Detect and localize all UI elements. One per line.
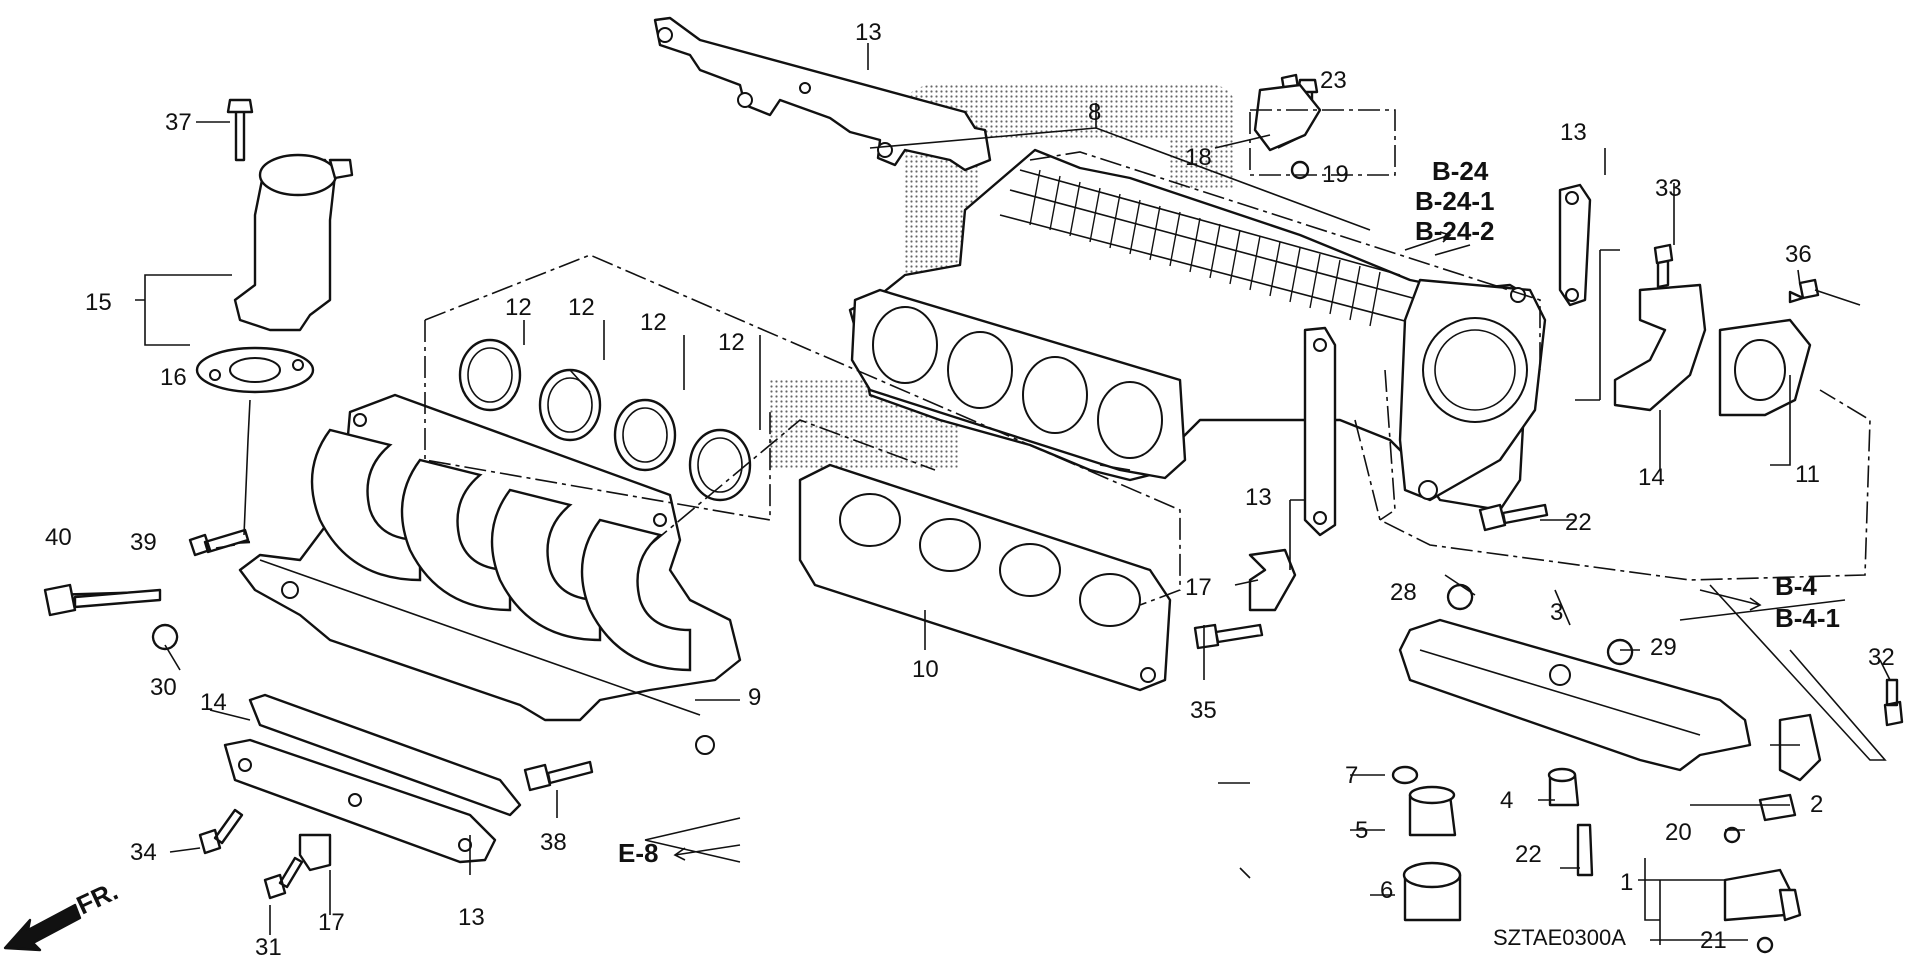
- callout-38: 38: [540, 829, 567, 856]
- callout-10: 10: [912, 656, 939, 683]
- ref-e8-arrow: [673, 844, 741, 861]
- callout-40: 40: [45, 524, 72, 551]
- ref-b24: B-24: [1432, 156, 1489, 186]
- callout-14: 13: [855, 19, 882, 46]
- callout-28: 23: [1320, 67, 1347, 94]
- intake-runners: [238, 393, 742, 755]
- callout-1: 1: [1620, 869, 1633, 896]
- callout-29a: 28: [1390, 579, 1417, 606]
- ref-b4: B-4: [1775, 571, 1817, 601]
- callout-22: 18: [1185, 144, 1212, 171]
- pressure-regulator: [1391, 765, 1594, 922]
- callout-12c: 12: [640, 309, 667, 336]
- reference-labels: B-24 B-24-1 B-24-2 B-4 B-4-1 E-8: [618, 156, 1840, 868]
- plenum-ribs: [999, 169, 1421, 327]
- callout-8: 8: [1088, 99, 1101, 126]
- callout-23: 19: [1322, 161, 1349, 188]
- callout-7: 7: [1345, 762, 1358, 789]
- callout-5: 5: [1355, 817, 1368, 844]
- egr-valve: [195, 153, 354, 394]
- fuel-injector: [1723, 826, 1802, 954]
- callout-33: 33: [1655, 175, 1682, 202]
- callout-37: 37: [165, 109, 192, 136]
- ref-b4-1: B-4-1: [1775, 603, 1840, 633]
- callout-34: 34: [130, 839, 157, 866]
- callout-6: 6: [1380, 877, 1393, 904]
- callout-25: 21: [1700, 927, 1727, 954]
- ref-b24-2: B-24-2: [1415, 216, 1494, 246]
- callout-31: 31: [255, 934, 282, 960]
- callout-39: 39: [130, 529, 157, 556]
- ref-b4-arrow: [1699, 589, 1762, 611]
- ref-b24-arrow: [1404, 231, 1452, 251]
- callout-12a: 12: [505, 294, 532, 321]
- callout-32: 32: [1868, 644, 1895, 671]
- callout-12b: 12: [568, 294, 595, 321]
- front-arrow: FR.: [3, 876, 123, 952]
- callout-13a: 13: [1560, 119, 1587, 146]
- leader-lines: [135, 43, 1891, 945]
- lower-brackets: [223, 693, 522, 872]
- side-brackets: [1248, 83, 1812, 612]
- diagram-code: SZTAE0300A: [1493, 925, 1626, 950]
- fuel-rail: [1398, 618, 1822, 822]
- callout-19: 15: [85, 289, 112, 316]
- ref-e8: E-8: [618, 838, 658, 868]
- callout-20: 16: [160, 364, 187, 391]
- callout-21: 17: [318, 909, 345, 936]
- callout-30: 30: [150, 674, 177, 701]
- callout-18: 14: [200, 689, 227, 716]
- callout-3: 3: [1550, 599, 1563, 626]
- callout-36: 36: [1785, 241, 1812, 268]
- manifold-gasket: [798, 463, 1172, 692]
- callout-29b: 29: [1650, 634, 1677, 661]
- intake-manifold: [848, 148, 1547, 512]
- callouts: 13 23 8 18 19 13 33 36 37 15 16 12 12 12…: [45, 19, 1895, 960]
- callout-16: 17: [1185, 574, 1212, 601]
- callout-15: 14: [1638, 464, 1665, 491]
- callout-27: 22: [1565, 509, 1592, 536]
- group-outlines: [424, 109, 1871, 606]
- callout-13b: 13: [1245, 484, 1272, 511]
- callout-26: 22: [1515, 841, 1542, 868]
- ref-b24-1: B-24-1: [1415, 186, 1494, 216]
- callout-35: 35: [1190, 697, 1217, 724]
- callout-9: 9: [748, 684, 761, 711]
- callout-11: 11: [1795, 461, 1820, 488]
- callout-4: 4: [1500, 787, 1513, 814]
- callout-12d: 12: [718, 329, 745, 356]
- callout-17: 13: [458, 904, 485, 931]
- callout-2: 2: [1810, 791, 1823, 818]
- callout-24: 20: [1665, 819, 1692, 846]
